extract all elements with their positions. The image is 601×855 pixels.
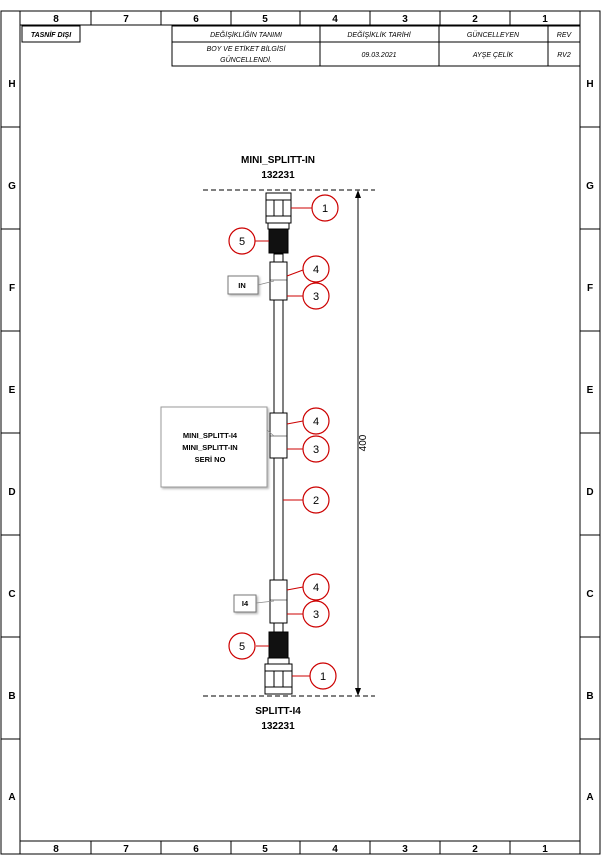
zone-row-right-f: F [587, 283, 593, 294]
zone-col-bottom-2: 2 [472, 844, 478, 855]
dimension-arrow-top [355, 190, 361, 198]
bottom-connector-nut [264, 663, 293, 695]
top-connector-collar [267, 222, 290, 230]
balloon-cable-number: 2 [313, 495, 319, 507]
zone-row-left-h: H [8, 79, 15, 90]
cable-assembly [264, 192, 293, 695]
dimension-group [203, 189, 375, 697]
zone-col-top-3: 3 [402, 14, 408, 25]
zone-row-right-e: E [587, 385, 594, 396]
balloon-bottom-nut [309, 662, 337, 690]
column-zone-dividers [19, 11, 581, 854]
zone-row-left-g: G [8, 181, 16, 192]
zone-row-left-e: E [9, 385, 16, 396]
zone-col-top-8: 8 [53, 14, 59, 25]
zone-row-left-c: C [8, 589, 15, 600]
balloon-mid-label [302, 435, 330, 463]
serial-label-box [160, 406, 268, 488]
serial-label-line3: SERİ NO [195, 455, 226, 464]
col-rev-header: REV [557, 32, 573, 39]
bottom-connector-name: SPLITT-I4 [255, 706, 301, 717]
serial-label-line2: MINI_SPLITT-IN [182, 443, 237, 452]
in-label-text: IN [238, 281, 246, 290]
balloon-top-nut-number: 1 [322, 203, 328, 215]
zone-row-right-g: G [586, 181, 594, 192]
change-date: 09.03.2021 [361, 52, 396, 59]
balloon-i4-sleeve [302, 573, 330, 601]
zone-col-bottom-5: 5 [262, 844, 268, 855]
classification-text: TASNİF DIŞI [31, 31, 72, 39]
balloon-top-boot [228, 227, 256, 255]
revision-table [171, 25, 581, 67]
balloon-leaders [255, 207, 312, 677]
row-zone-dividers [1, 126, 600, 740]
dimension-value: 400 [358, 434, 369, 451]
col-date-header: DEĞİŞİKLİK TARİHİ [347, 30, 411, 39]
zone-row-right-d: D [586, 487, 593, 498]
balloon-in-label [302, 282, 330, 310]
balloon-in-sleeve [302, 255, 330, 283]
zone-row-right-a: A [586, 792, 593, 803]
balloon-bottom-boot-number: 5 [239, 641, 245, 653]
col-change-header: DEĞİŞİKLİĞİN TANIMI [210, 30, 282, 39]
top-connector-nut [265, 192, 292, 224]
inner-frame [19, 24, 581, 842]
serial-label-line1: MINI_SPLITT-I4 [183, 431, 238, 440]
top-connector-part-no: 132231 [261, 170, 295, 181]
zone-col-bottom-8: 8 [53, 844, 59, 855]
zone-col-bottom-6: 6 [193, 844, 199, 855]
zone-col-bottom-7: 7 [123, 844, 129, 855]
balloon-in-sleeve-number: 4 [313, 264, 319, 276]
mid-heat-shrink-sleeve [269, 412, 288, 459]
balloon-i4-label [302, 600, 330, 628]
zone-row-right-c: C [586, 589, 593, 600]
zone-row-left-f: F [9, 283, 15, 294]
balloon-i4-sleeve-number: 4 [313, 582, 319, 594]
col-updater-header: GÜNCELLEYEN [467, 31, 520, 39]
change-description-line2: GÜNCELLENDİ. [220, 56, 272, 64]
revision-value: RV2 [557, 52, 571, 59]
updater-name: AYŞE ÇELİK [472, 51, 514, 59]
bottom-connector-collar [267, 657, 290, 665]
zone-row-left-d: D [8, 487, 15, 498]
zone-row-left-b: B [8, 691, 15, 702]
classification-box [21, 25, 81, 43]
zone-row-left-a: A [8, 792, 15, 803]
zone-col-top-6: 6 [193, 14, 199, 25]
balloon-mid-sleeve-number: 4 [313, 416, 319, 428]
zone-row-right-b: B [586, 691, 593, 702]
balloon-mid-sleeve [302, 407, 330, 435]
balloon-bottom-nut-number: 1 [320, 671, 326, 683]
bottom-connector-part-no: 132231 [261, 721, 295, 732]
balloon-mid-label-number: 3 [313, 444, 319, 456]
zone-col-top-2: 2 [472, 14, 478, 25]
balloon-cable [302, 486, 330, 514]
balloon-bottom-boot [228, 632, 256, 660]
balloon-top-nut [311, 194, 339, 222]
i4-label-text: I4 [242, 599, 249, 608]
zone-col-bottom-3: 3 [402, 844, 408, 855]
zone-col-bottom-1: 1 [542, 844, 548, 855]
bottom-boot [268, 631, 289, 659]
change-description-line1: BOY VE ETİKET BİLGİSİ [207, 45, 287, 53]
balloon-in-label-number: 3 [313, 291, 319, 303]
zone-col-top-5: 5 [262, 14, 268, 25]
dimension-arrow-bottom [355, 688, 361, 696]
outer-frame [0, 10, 601, 855]
zone-col-top-1: 1 [542, 14, 548, 25]
in-heat-shrink-sleeve [269, 261, 288, 301]
top-boot [268, 228, 289, 254]
balloon-i4-label-number: 3 [313, 609, 319, 621]
zone-col-bottom-4: 4 [332, 844, 338, 855]
zone-col-top-7: 7 [123, 14, 129, 25]
zone-row-right-h: H [586, 79, 593, 90]
zone-col-top-4: 4 [332, 14, 338, 25]
balloon-top-boot-number: 5 [239, 236, 245, 248]
i4-label-box [233, 594, 257, 613]
top-connector-name: MINI_SPLITT-IN [241, 155, 315, 166]
